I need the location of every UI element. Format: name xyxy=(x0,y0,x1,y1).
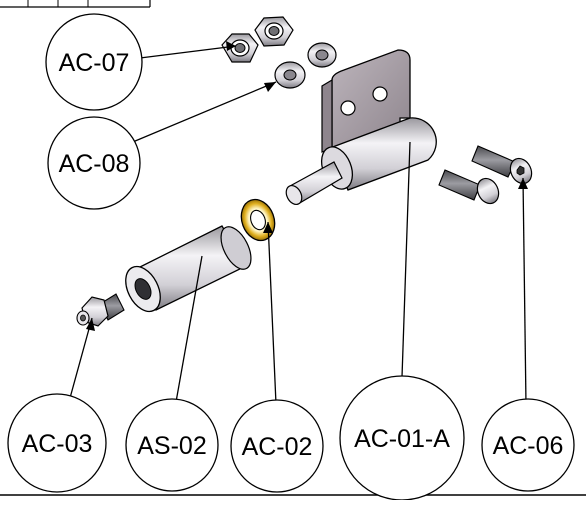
leader-ac-01-a xyxy=(401,141,411,378)
balloon-ac-07: AC-07 xyxy=(45,13,143,111)
hex-nut-part-2 xyxy=(254,16,294,47)
balloon-ac-06: AC-06 xyxy=(481,398,575,492)
flat-washer-part-2 xyxy=(307,42,337,68)
arrowhead-ac-03 xyxy=(86,318,95,331)
balloon-as-02: AS-02 xyxy=(125,398,219,492)
grease-fitting-part xyxy=(76,293,125,327)
balloon-ac-08: AC-08 xyxy=(47,116,141,210)
balloon-label-ac-02: AC-02 xyxy=(242,433,313,461)
title-block-corner xyxy=(0,0,151,8)
leader-ac-03 xyxy=(69,317,93,399)
hex-nut-part xyxy=(221,33,259,63)
flat-washer-part xyxy=(274,61,306,89)
arrowhead-ac-08 xyxy=(264,82,276,92)
balloon-ac-01-a: AC-01-A xyxy=(339,375,465,501)
balloon-label-ac-01-a: AC-01-A xyxy=(354,425,450,453)
leader-ac-06 xyxy=(522,177,527,406)
leader-ac-02 xyxy=(267,221,277,405)
balloon-label-ac-06: AC-06 xyxy=(493,432,564,460)
leader-ac-08 xyxy=(127,81,277,145)
arrowhead-ac-06 xyxy=(518,178,528,189)
arrowhead-ac-07 xyxy=(226,41,236,51)
leader-as-02 xyxy=(175,255,203,403)
balloon-ac-02: AC-02 xyxy=(230,399,324,493)
hinge-leaf-part xyxy=(285,49,437,206)
leader-arrowheads xyxy=(86,41,528,331)
balloon-label-ac-07: AC-07 xyxy=(59,49,130,77)
brass-washer-part xyxy=(240,198,276,242)
button-head-bolt-part xyxy=(438,169,500,205)
balloon-label-ac-08: AC-08 xyxy=(59,150,130,178)
leader-ac-07 xyxy=(139,45,237,59)
balloon-ac-03: AC-03 xyxy=(7,393,107,493)
balloon-label-as-02: AS-02 xyxy=(137,432,206,460)
button-head-bolt-part-2 xyxy=(471,145,533,185)
leader-lines xyxy=(69,45,527,406)
spacer-tube-part xyxy=(125,225,252,313)
arrowhead-ac-02 xyxy=(263,222,273,233)
balloon-label-ac-03: AC-03 xyxy=(22,430,93,458)
